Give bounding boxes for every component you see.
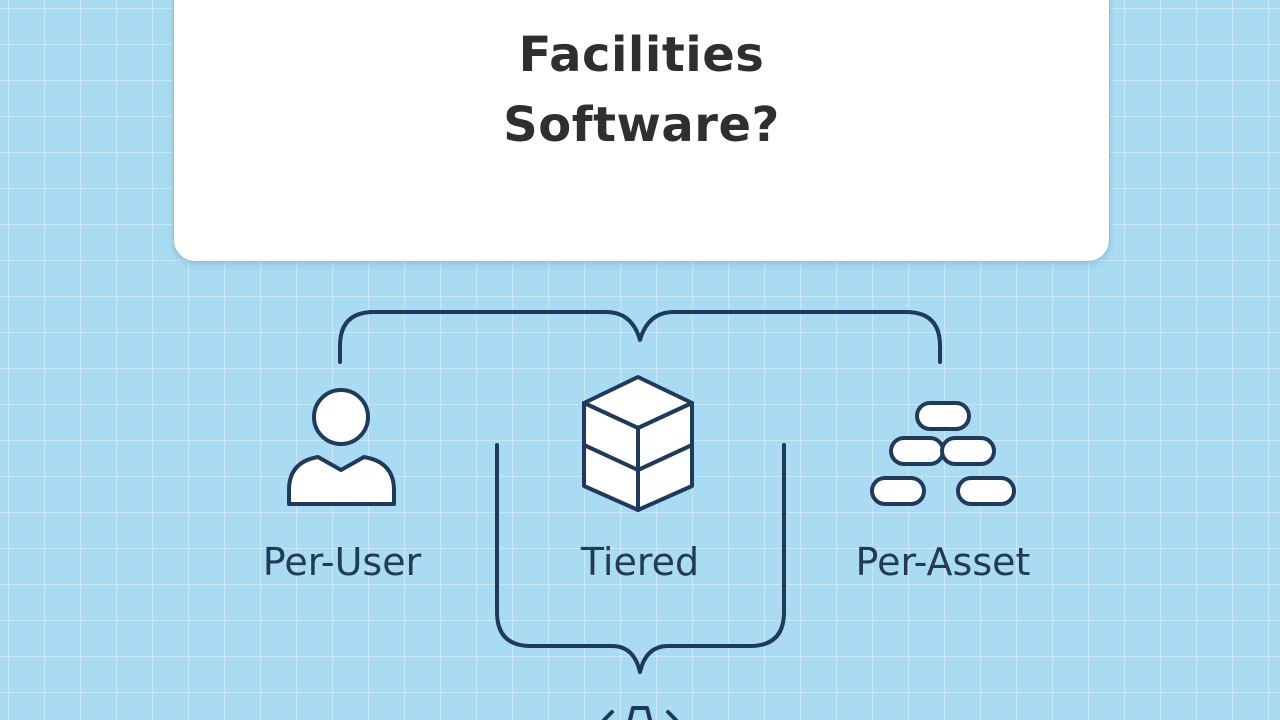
top-bracket xyxy=(338,310,942,364)
per-user-label: Per-User xyxy=(262,540,422,584)
title-card: Facilities Software? xyxy=(173,0,1110,262)
title-line-1: Facilities xyxy=(518,27,765,83)
coin-stack-icon xyxy=(870,401,1016,506)
bottom-bracket xyxy=(495,443,786,674)
title-line-2: Software? xyxy=(503,97,780,153)
tiered-label: Tiered xyxy=(580,540,700,584)
per-asset-label: Per-Asset xyxy=(855,540,1031,584)
user-icon xyxy=(287,388,396,506)
cube-icon xyxy=(582,375,694,512)
partial-bottom-icon xyxy=(602,706,678,720)
